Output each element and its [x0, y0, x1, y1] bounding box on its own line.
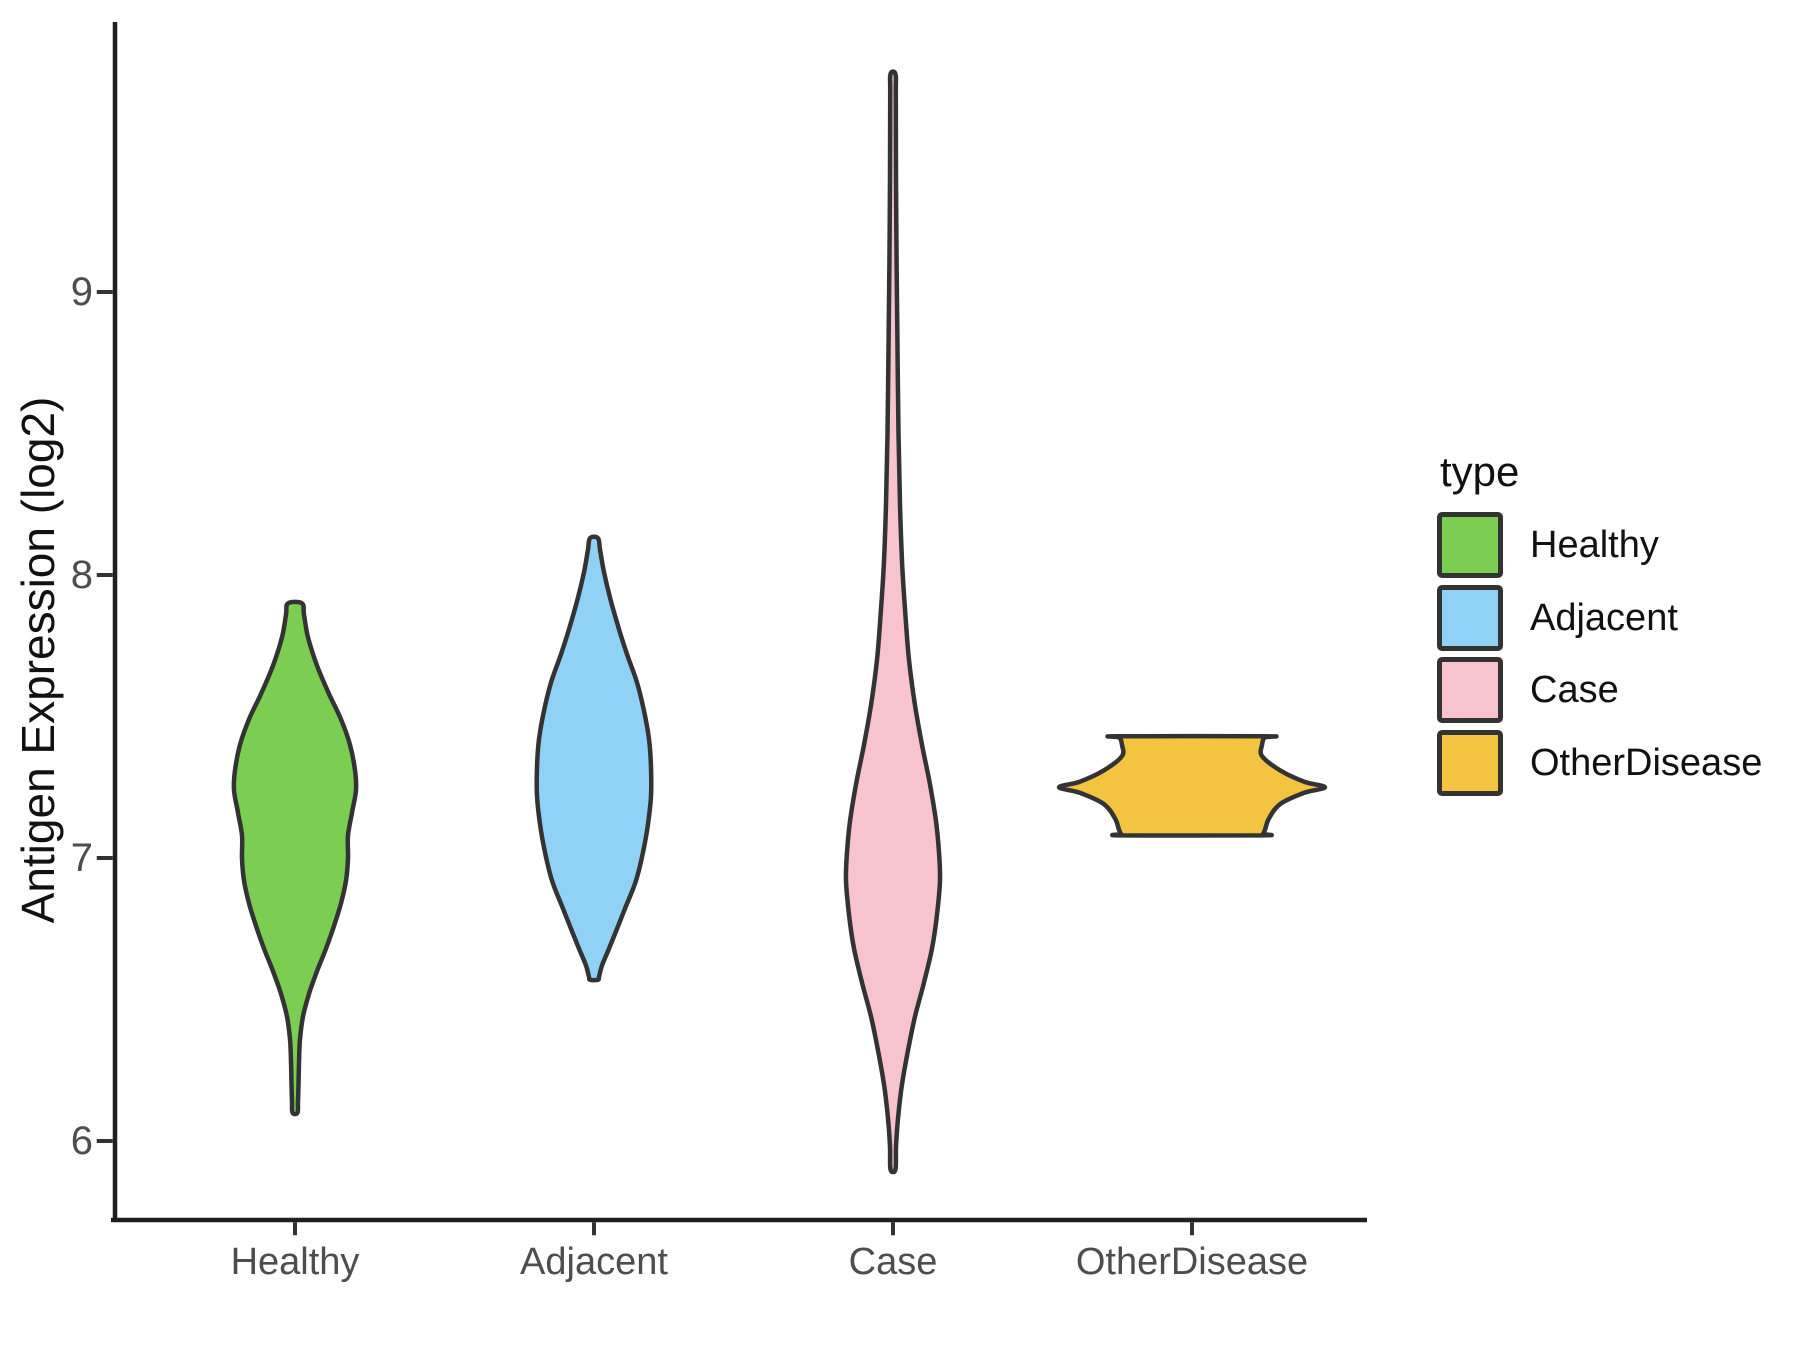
legend-key-swatch	[1437, 512, 1503, 578]
violin-otherdisease	[1056, 733, 1328, 838]
x-tick-label-otherdisease: OtherDisease	[1075, 1241, 1309, 1283]
violin-healthy	[231, 599, 359, 1117]
violin-case	[843, 69, 943, 1175]
y-tick-label: 6	[70, 1119, 93, 1163]
y-tick-label: 7	[70, 836, 93, 880]
y-tick-label: 9	[70, 270, 93, 314]
legend-label: OtherDisease	[1530, 741, 1763, 784]
legend-key-swatch	[1437, 657, 1503, 723]
x-tick-label-case: Case	[848, 1241, 938, 1283]
legend-key-swatch	[1437, 584, 1503, 651]
violin-adjacent	[534, 534, 654, 983]
legend-title: type	[1440, 448, 1520, 495]
legend-label: Adjacent	[1530, 596, 1678, 639]
y-tick-label: 8	[70, 553, 93, 597]
legend-key-swatch	[1437, 729, 1503, 796]
legend-label: Healthy	[1530, 524, 1659, 566]
x-tick-label-healthy: Healthy	[230, 1241, 360, 1283]
legend-label: Case	[1530, 669, 1619, 711]
x-tick-label-adjacent: Adjacent	[520, 1241, 668, 1283]
